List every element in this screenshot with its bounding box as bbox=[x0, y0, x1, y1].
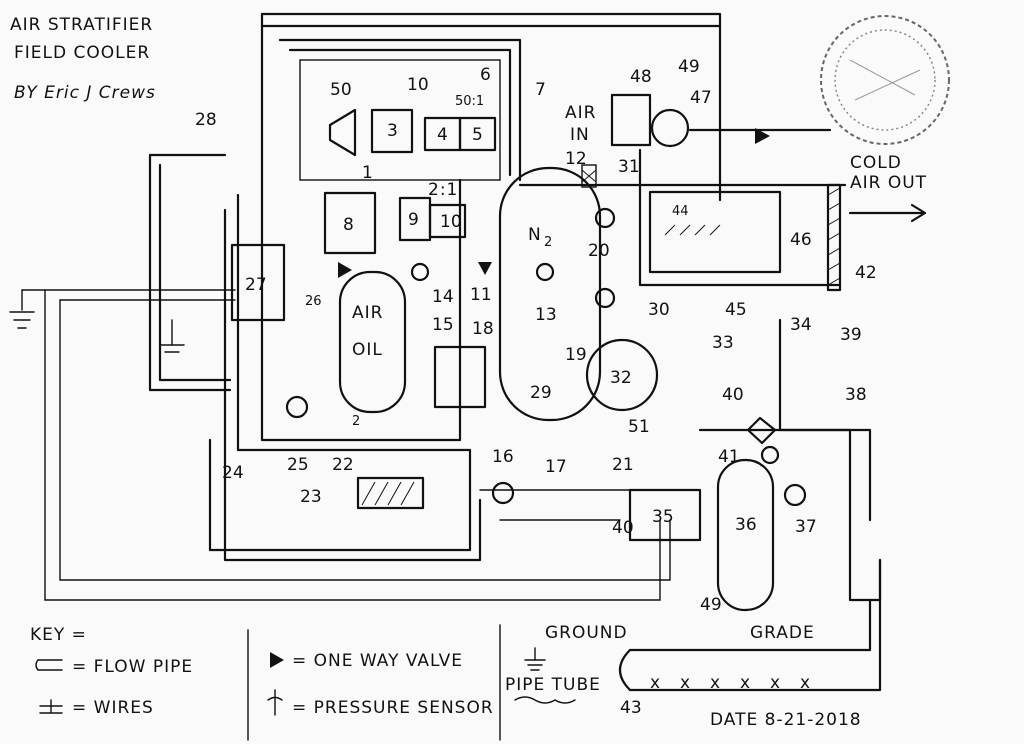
key-wires: = WIRES bbox=[72, 698, 154, 718]
svg-text:x: x bbox=[710, 673, 720, 693]
title-line1: AIR STRATIFIER bbox=[10, 15, 153, 35]
num-42: 42 bbox=[855, 263, 877, 283]
num-33: 33 bbox=[712, 333, 734, 353]
svg-text:x: x bbox=[680, 673, 690, 693]
svg-text:x: x bbox=[650, 673, 660, 693]
num-47: 47 bbox=[690, 88, 712, 108]
num-13: 13 bbox=[535, 305, 557, 325]
num-43: 43 bbox=[620, 698, 642, 718]
num-40a: 40 bbox=[722, 385, 744, 405]
num-23: 23 bbox=[300, 487, 322, 507]
num-17: 17 bbox=[545, 457, 567, 477]
svg-text:x: x bbox=[740, 673, 750, 693]
label-date: DATE 8-21-2018 bbox=[710, 710, 862, 730]
key-pipe-tube: PIPE TUBE bbox=[505, 675, 601, 695]
key-title: KEY = bbox=[30, 625, 87, 645]
num-51: 51 bbox=[628, 417, 650, 437]
num-49a: 49 bbox=[678, 57, 700, 77]
num-37: 37 bbox=[795, 517, 817, 537]
title-line2: FIELD COOLER bbox=[14, 43, 150, 63]
num-24: 24 bbox=[222, 463, 244, 483]
component-blocks: x x x x x x bbox=[9, 93, 810, 693]
label-ratio-50-1: 50:1 bbox=[455, 94, 484, 109]
label-air-in-1: AIR bbox=[565, 103, 596, 123]
key-one-way-valve: = ONE WAY VALVE bbox=[292, 651, 463, 671]
num-44: 44 bbox=[672, 204, 689, 219]
seal-stamp bbox=[820, 15, 950, 145]
num-38: 38 bbox=[845, 385, 867, 405]
num-10a: 10 bbox=[407, 75, 429, 95]
num-30: 30 bbox=[648, 300, 670, 320]
num-11: 11 bbox=[470, 285, 492, 305]
cold-air-outlet bbox=[826, 183, 927, 292]
num-26: 26 bbox=[305, 294, 322, 309]
pipe-tube-symbol bbox=[514, 696, 576, 704]
label-grade: GRADE bbox=[750, 623, 815, 643]
num-2: 2 bbox=[352, 414, 360, 429]
num-29: 29 bbox=[530, 383, 552, 403]
num-48: 48 bbox=[630, 67, 652, 87]
num-8: 8 bbox=[343, 215, 354, 235]
num-6: 6 bbox=[480, 65, 491, 85]
diagram-text-labels: AIR IN COLD AIR OUT AIR OIL N 2 50:1 2:1… bbox=[352, 94, 927, 730]
svg-text:x: x bbox=[770, 673, 780, 693]
one-way-valve-symbol bbox=[270, 652, 284, 668]
num-5: 5 bbox=[472, 125, 483, 145]
num-32: 32 bbox=[610, 368, 632, 388]
ground-symbol bbox=[524, 647, 546, 671]
num-20: 20 bbox=[588, 241, 610, 261]
num-1: 1 bbox=[362, 163, 373, 183]
num-25: 25 bbox=[287, 455, 309, 475]
num-21: 21 bbox=[612, 455, 634, 475]
num-27: 27 bbox=[245, 275, 267, 295]
label-air-tank-1: AIR bbox=[352, 303, 383, 323]
num-3: 3 bbox=[387, 121, 398, 141]
label-cold-air-2: AIR OUT bbox=[850, 173, 927, 193]
num-12: 12 bbox=[565, 149, 587, 169]
key-pressure-sensor: = PRESSURE SENSOR bbox=[292, 698, 494, 718]
num-36: 36 bbox=[735, 515, 757, 535]
num-19: 19 bbox=[565, 345, 587, 365]
wires-symbol bbox=[39, 699, 63, 714]
num-41: 41 bbox=[718, 447, 740, 467]
num-34: 34 bbox=[790, 315, 812, 335]
num-40b: 40 bbox=[612, 518, 634, 538]
num-45: 45 bbox=[725, 300, 747, 320]
label-n2: N bbox=[528, 225, 542, 245]
label-air-tank-2: OIL bbox=[352, 340, 383, 360]
num-10b: 10 bbox=[440, 212, 462, 232]
piping-network bbox=[21, 12, 882, 692]
num-16: 16 bbox=[492, 447, 514, 467]
svg-text:x: x bbox=[800, 673, 810, 693]
num-15: 15 bbox=[432, 315, 454, 335]
label-ratio-2-1: 2:1 bbox=[428, 180, 458, 200]
title-byline: BY Eric J Crews bbox=[14, 83, 156, 103]
num-46: 46 bbox=[790, 230, 812, 250]
label-air-in-2: IN bbox=[570, 125, 590, 145]
num-50: 50 bbox=[330, 80, 352, 100]
num-22: 22 bbox=[332, 455, 354, 475]
num-7: 7 bbox=[535, 80, 546, 100]
component-numbers: 1 2 3 4 5 6 7 8 9 10 10 11 12 13 14 15 1… bbox=[195, 57, 877, 718]
num-28: 28 bbox=[195, 110, 217, 130]
num-14: 14 bbox=[432, 287, 454, 307]
key-ground: GROUND bbox=[545, 623, 628, 643]
num-35: 35 bbox=[652, 507, 674, 527]
key-flow-pipe: = FLOW PIPE bbox=[72, 657, 193, 677]
num-39: 39 bbox=[840, 325, 862, 345]
num-9: 9 bbox=[408, 210, 419, 230]
flow-pipe-symbol bbox=[35, 659, 63, 671]
label-cold-air-1: COLD bbox=[850, 153, 902, 173]
num-18: 18 bbox=[472, 319, 494, 339]
pressure-sensor-symbol bbox=[267, 689, 283, 716]
num-49b: 49 bbox=[700, 595, 722, 615]
num-4: 4 bbox=[437, 125, 448, 145]
key-legend: KEY = = FLOW PIPE = WIRES = ONE WAY VALV… bbox=[30, 623, 628, 741]
num-31: 31 bbox=[618, 157, 640, 177]
label-n2-sub: 2 bbox=[544, 235, 552, 250]
